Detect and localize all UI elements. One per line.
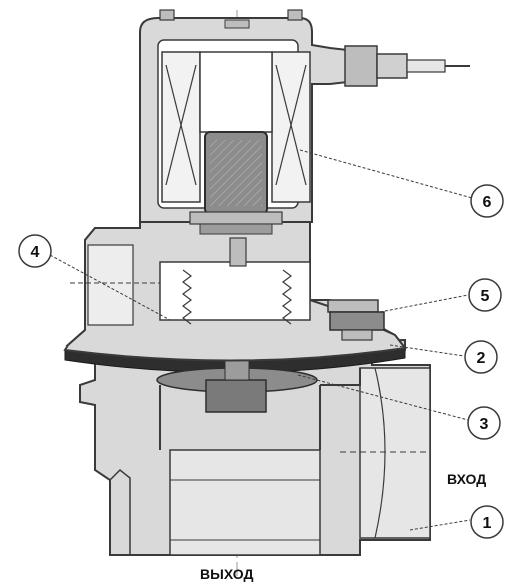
callout-1: 1 bbox=[470, 505, 504, 539]
callout-6: 6 bbox=[470, 184, 504, 218]
callout-5-label: 5 bbox=[481, 288, 490, 305]
inlet-bore bbox=[359, 367, 431, 539]
callout-4-label: 4 bbox=[31, 244, 40, 261]
cable-gland bbox=[344, 45, 470, 87]
callout-4: 4 bbox=[18, 234, 52, 268]
callout-6-label: 6 bbox=[483, 194, 492, 211]
plate-nut bbox=[205, 379, 267, 413]
callout-3: 3 bbox=[467, 406, 501, 440]
callout-2: 2 bbox=[464, 340, 498, 374]
callout-3-label: 3 bbox=[480, 416, 489, 433]
callout-2-label: 2 bbox=[477, 350, 486, 367]
cover-bolt bbox=[327, 299, 385, 341]
outlet-bore bbox=[169, 449, 321, 556]
spring bbox=[182, 269, 292, 325]
coil-right bbox=[271, 51, 311, 203]
coil-left bbox=[161, 51, 201, 203]
inlet-label: ВХОД bbox=[447, 471, 487, 487]
leader-lines bbox=[49, 149, 473, 531]
outlet-label: ВЫХОД bbox=[200, 566, 254, 582]
valve-seat bbox=[159, 368, 361, 450]
callout-5: 5 bbox=[468, 278, 502, 312]
callout-1-label: 1 bbox=[483, 515, 492, 532]
